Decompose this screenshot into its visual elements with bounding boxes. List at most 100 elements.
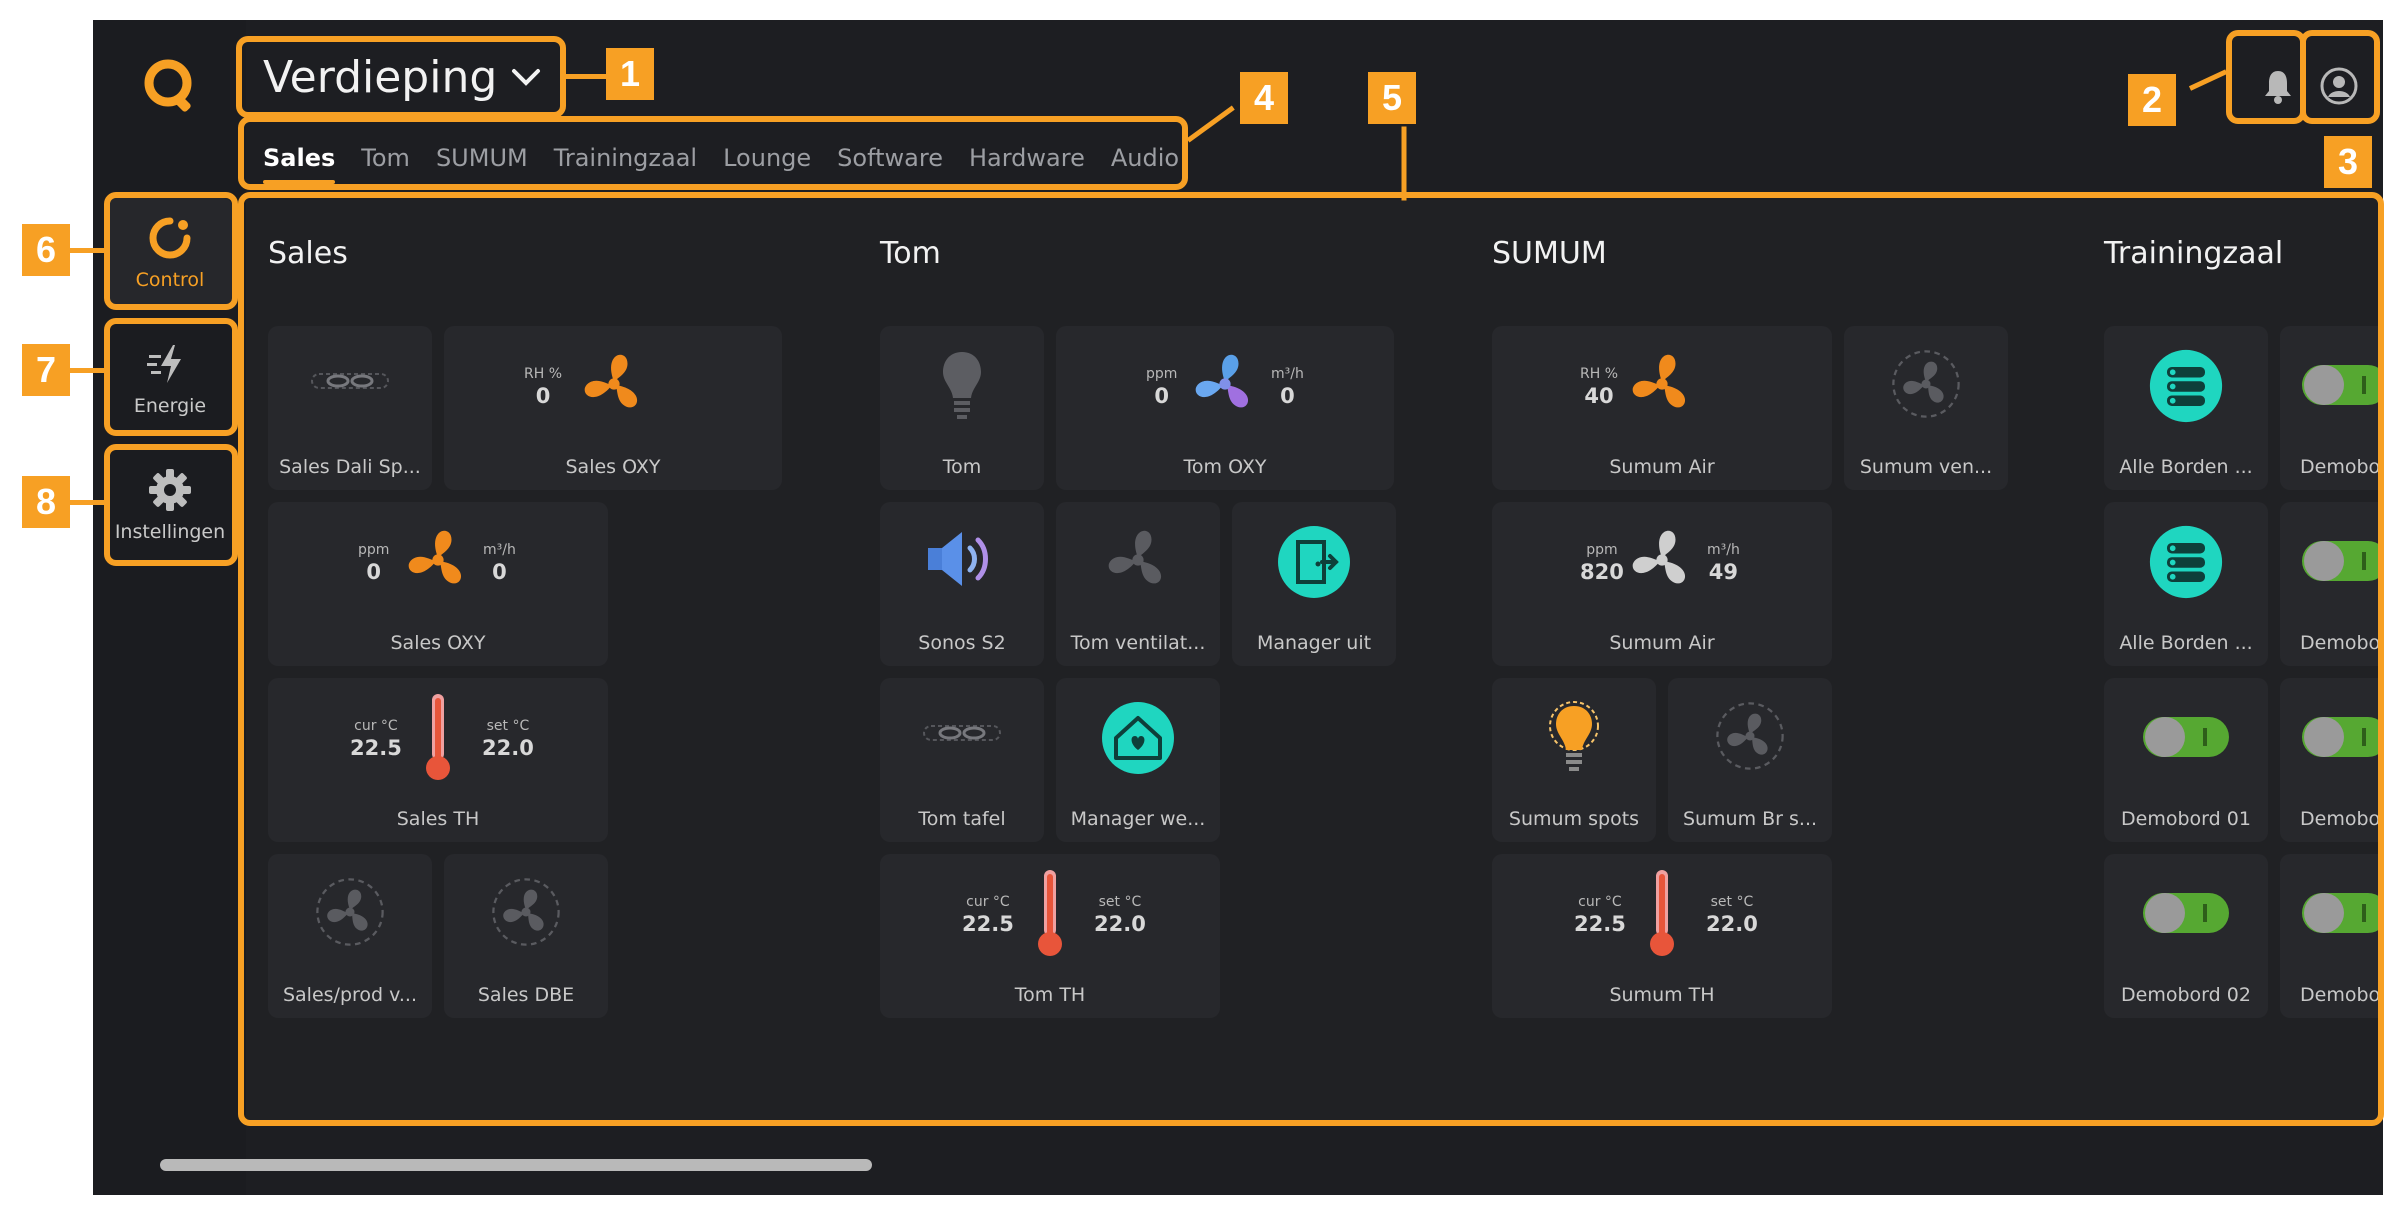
tab-hardware[interactable]: Hardware <box>968 144 1085 172</box>
device-tile[interactable]: Sales/prod v... <box>268 854 432 1018</box>
device-label: Tom OXY <box>1183 456 1267 478</box>
device-tile[interactable]: Sumum Br s... <box>1668 678 1832 842</box>
device-tile[interactable]: Tom ventilat... <box>1056 502 1220 666</box>
callout-box-5 <box>238 192 2384 1126</box>
tab-audio[interactable]: Audio <box>1110 144 1180 172</box>
device-tile[interactable]: Demobor <box>2280 502 2383 666</box>
device-tile[interactable]: Tom tafel <box>880 678 1044 842</box>
nav-energie-button[interactable]: Energie <box>107 324 233 434</box>
tab-sales[interactable]: Sales <box>263 136 336 184</box>
device-label: Sumum Air <box>1609 456 1715 478</box>
device-tile[interactable]: Demobor <box>2280 854 2383 1018</box>
device-label: Demobor <box>2300 984 2383 1006</box>
device-label: Sales TH <box>396 808 480 830</box>
device-tile[interactable]: Sumum ven... <box>1844 326 2008 490</box>
device-label: Sumum Br s... <box>1682 808 1818 830</box>
device-label: Sumum ven... <box>1859 456 1993 478</box>
callout-badge-5: 5 <box>1368 72 1416 124</box>
device-label: Sumum spots <box>1508 808 1640 830</box>
device-tile[interactable]: Demobord 01 <box>2104 678 2268 842</box>
nav-instellingen-label: Instellingen <box>114 521 226 543</box>
device-label: Alle Borden ... <box>2119 632 2253 654</box>
room-panels: Sales Sales Dali Sp... RH %0 Sales OXY p… <box>246 200 2383 1120</box>
device-label: Demobor <box>2300 808 2383 830</box>
device-tile[interactable]: Demobor <box>2280 326 2383 490</box>
device-label: Sumum TH <box>1609 984 1715 1006</box>
device-label: Sales DBE <box>477 984 575 1006</box>
callout-box-4 <box>238 116 1188 190</box>
device-tile[interactable]: Manager we... <box>1056 678 1220 842</box>
tab-sumum[interactable]: SUMUM <box>435 144 528 172</box>
scrollbar-thumb[interactable] <box>160 1159 872 1171</box>
device-tile[interactable]: RH %40 Sumum Air <box>1492 326 1832 490</box>
callout-badge-8: 8 <box>22 476 70 528</box>
device-tile[interactable]: Demobor <box>2280 678 2383 842</box>
tab-tom[interactable]: Tom <box>361 144 410 172</box>
exit-door-icon <box>1278 526 1350 598</box>
device-label: Alle Borden ... <box>2119 456 2253 478</box>
fan-icon <box>1195 354 1248 408</box>
device-tile[interactable]: Sonos S2 <box>880 502 1044 666</box>
gear-icon <box>149 469 191 511</box>
device-tile[interactable]: Manager uit <box>1232 502 1396 666</box>
device-label: Demobord 02 <box>2121 984 2251 1006</box>
device-label: Tom tafel <box>918 808 1006 830</box>
callout-box-3 <box>2300 30 2380 124</box>
callout-pointer-6 <box>70 248 106 253</box>
device-tile[interactable]: Tom <box>880 326 1044 490</box>
device-tile[interactable]: Sales DBE <box>444 854 608 1018</box>
light-bulb-on-icon <box>1549 701 1599 771</box>
device-tile[interactable]: Alle Borden ... <box>2104 326 2268 490</box>
device-label: Manager uit <box>1256 632 1372 654</box>
light-bulb-off-icon <box>943 352 981 419</box>
app-window: Control Energie <box>93 20 2383 1195</box>
device-tile[interactable]: Sales Dali Sp... <box>268 326 432 490</box>
device-label: Tom <box>942 456 982 478</box>
room-title-tom: Tom <box>880 236 941 271</box>
floor-selector[interactable]: Verdieping <box>263 42 541 112</box>
device-tile[interactable]: Demobord 02 <box>2104 854 2268 1018</box>
device-label: Demobor <box>2300 456 2383 478</box>
device-label: Sonos S2 <box>918 632 1006 654</box>
home-heart-icon <box>1102 702 1174 774</box>
tab-lounge[interactable]: Lounge <box>723 144 812 172</box>
callout-pointer-7 <box>70 368 106 373</box>
device-stat: RH %40 <box>1580 366 1619 408</box>
nav-energie-label: Energie <box>133 395 207 417</box>
device-tile[interactable]: Sumum spots <box>1492 678 1656 842</box>
user-avatar-icon <box>2320 67 2358 105</box>
tab-software[interactable]: Software <box>837 144 943 172</box>
notifications-button[interactable] <box>2250 56 2306 116</box>
device-label: Tom TH <box>1014 984 1086 1006</box>
room-tabs: Sales Tom SUMUM Trainingzaal Lounge Soft… <box>263 128 1205 188</box>
device-tile[interactable]: RH %0 Sales OXY <box>444 326 782 490</box>
device-stat: RH %0 <box>524 366 563 408</box>
nav-instellingen-button[interactable]: Instellingen <box>107 450 233 560</box>
callout-box-6 <box>104 192 238 310</box>
tab-trainingzaal[interactable]: Trainingzaal <box>553 144 698 172</box>
bell-icon <box>2265 71 2291 104</box>
nav-control-button[interactable]: Control <box>107 198 233 308</box>
device-label: Demobord 01 <box>2121 808 2251 830</box>
account-button[interactable] <box>2311 56 2367 116</box>
room-title-sumum: SUMUM <box>1492 236 1607 271</box>
app-logo-icon <box>144 59 192 112</box>
device-tile[interactable]: Alle Borden ... <box>2104 502 2268 666</box>
device-label: Sales/prod v... <box>282 984 418 1006</box>
device-label: Sumum Air <box>1609 632 1715 654</box>
callout-pointer-8 <box>70 500 106 505</box>
room-title-sales: Sales <box>268 236 348 271</box>
